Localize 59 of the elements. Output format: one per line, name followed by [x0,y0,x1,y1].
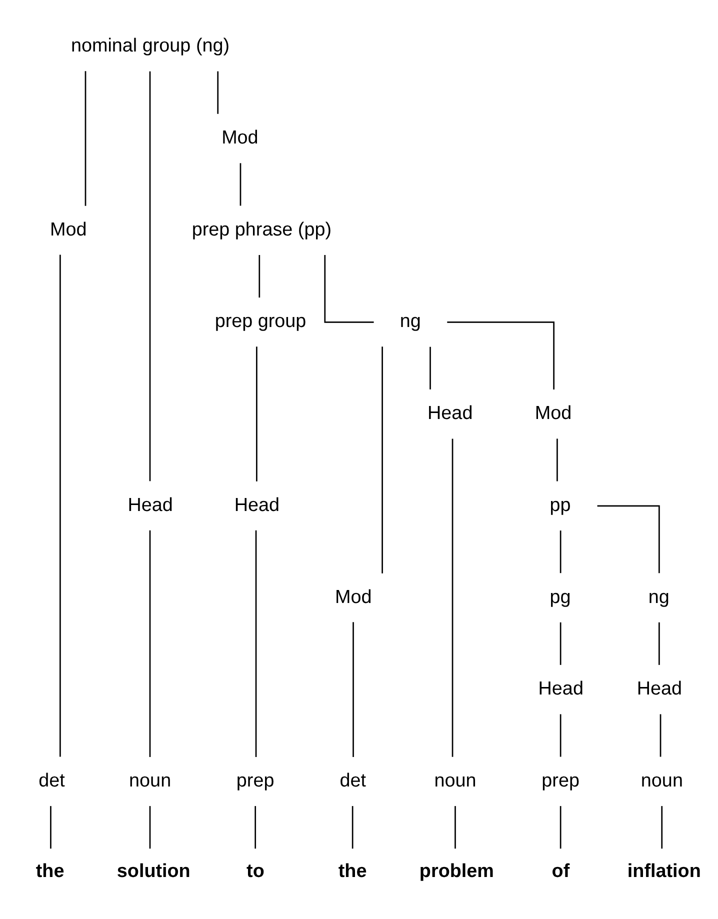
node-text: the [338,860,367,882]
connector [352,622,354,756]
connector [352,806,354,848]
connector [149,530,151,757]
connector [258,254,260,298]
node-text: Mod [222,127,258,148]
node-text: det [340,770,366,791]
connector [447,321,554,389]
connector [84,70,86,206]
connector [254,806,256,848]
node-text: noun [640,770,683,791]
connector [324,254,374,322]
connector [255,530,257,757]
node-text: to [246,860,264,882]
connector [240,162,242,206]
node-text: pg [550,586,571,608]
node-text: Head [234,494,280,516]
connector [149,70,151,481]
connector [597,504,660,573]
connector [560,714,562,756]
node-text: Head [636,678,682,700]
connector [560,622,562,664]
node-text: solution [116,860,190,882]
node-text: ng [648,586,670,608]
node-text: Head [128,494,173,516]
connector [217,70,219,114]
node-text: prep [542,770,580,791]
node-text: prep phrase (pp) [192,218,332,240]
node-text: Head [538,678,584,700]
node-text: noun [434,770,476,791]
node-text: noun [129,770,172,791]
node-text: ng [400,310,421,332]
connector [149,806,151,848]
node-text: problem [419,860,494,882]
connector [556,438,558,481]
node-text: the [36,860,64,882]
connector [256,346,258,481]
node-text: nominal group (ng) [70,35,230,56]
node-text: Mod [50,218,87,240]
connector [452,438,454,756]
node-text: Head [428,402,473,424]
node-text: det [38,770,65,791]
node-text: of [552,860,570,882]
connector [50,806,52,848]
node-text: prep [236,770,274,791]
connector [382,346,383,573]
connector [560,530,562,573]
connector [660,714,662,756]
node-text: pp [550,494,571,516]
connector [661,806,663,848]
node-text: Mod [534,402,572,424]
node-text: inflation [627,860,701,882]
connector [430,346,431,389]
node-text: prep group [214,310,306,332]
connector [454,806,456,848]
connector [658,622,660,664]
connector [560,806,562,848]
node-text: Mod [335,586,372,608]
connector [60,254,61,756]
